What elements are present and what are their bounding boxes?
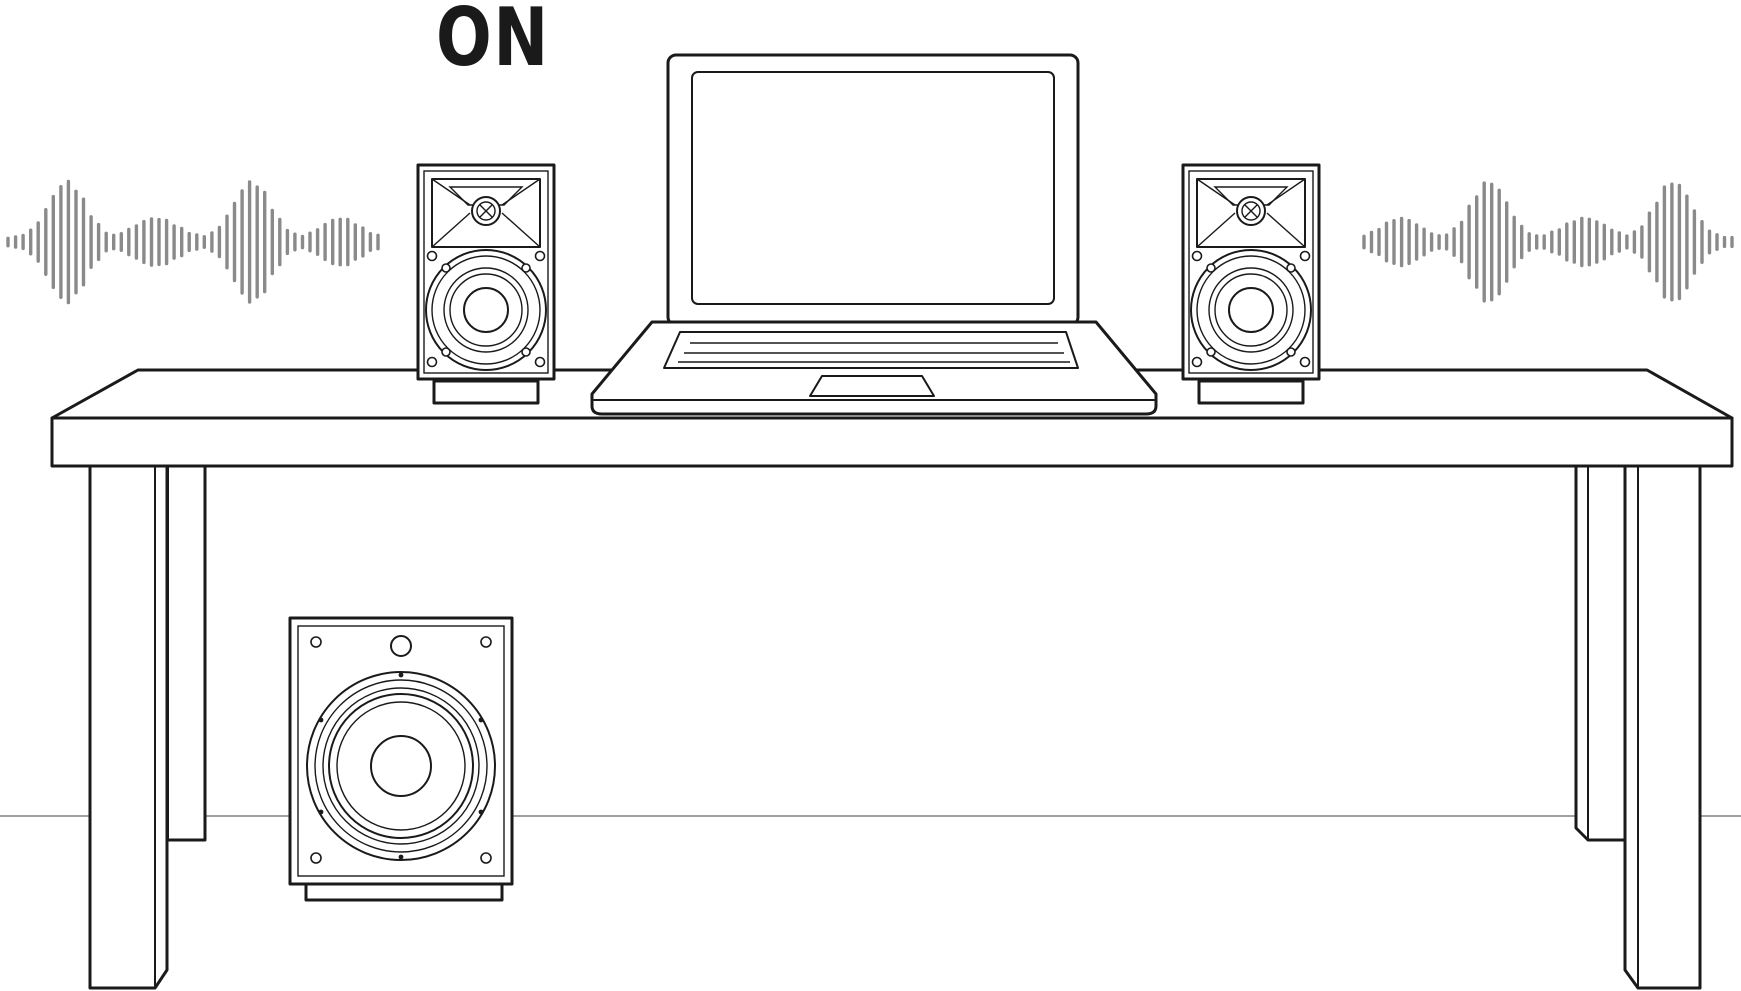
laptop	[590, 53, 1158, 416]
subwoofer	[288, 616, 514, 902]
left-sound-wave-icon	[6, 179, 380, 305]
left-bookshelf-speaker	[416, 163, 556, 405]
right-bookshelf-speaker	[1181, 163, 1321, 405]
desk-front-legs	[88, 464, 1702, 990]
right-sound-wave-icon	[1362, 181, 1734, 303]
power-status-label: ON	[436, 0, 550, 84]
